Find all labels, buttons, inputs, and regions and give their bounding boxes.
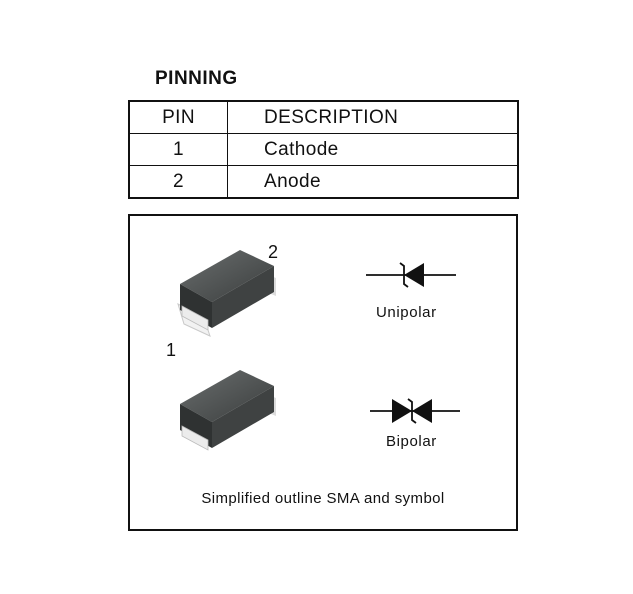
sma-package-image-top [177,250,276,337]
unipolar-tvs-symbol [366,262,456,288]
pin-description: Anode [264,170,321,192]
pin-number: 2 [129,165,228,198]
pin-number: 1 [129,133,228,166]
table-row: 1 Cathode [129,133,518,166]
package-figure: 2 1 Unipolar Bipolar Simplified outline … [128,214,518,531]
unipolar-label: Unipolar [376,304,437,321]
header-description: DESCRIPTION [227,101,518,134]
bipolar-label: Bipolar [386,433,437,450]
header-pin: PIN [129,101,228,134]
bipolar-tvs-symbol [370,398,460,424]
pin-label-2: 2 [268,242,279,262]
pinning-heading: PINNING [155,68,238,89]
pin-description: Cathode [227,133,518,166]
table-row: 2 Anode [129,165,518,198]
pinning-table: PIN DESCRIPTION 1 Cathode 2 Anode [128,100,519,199]
pin-label-1: 1 [166,340,177,360]
sma-package-image-bottom [180,370,276,451]
figure-caption: Simplified outline SMA and symbol [201,490,445,507]
table-header-row: PIN DESCRIPTION [129,101,518,134]
